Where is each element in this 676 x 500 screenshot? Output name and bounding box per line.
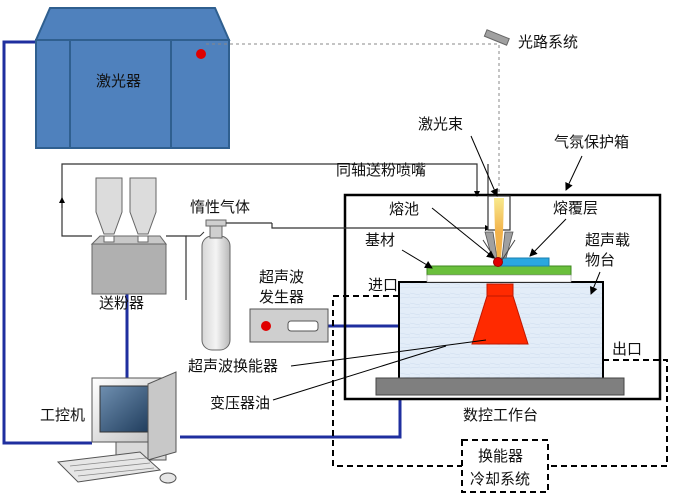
laser-body <box>35 39 230 149</box>
ultrasonic-stage-label-1: 超声载 <box>585 231 630 249</box>
outlet-label: 出口 <box>612 340 642 358</box>
optical-path-label: 光路系统 <box>518 33 578 51</box>
generator-label-2: 发生器 <box>259 288 304 306</box>
generator-label-1: 超声波 <box>259 268 304 286</box>
laser-beam-label: 激光束 <box>418 115 463 133</box>
powder-feeder-body <box>91 243 167 295</box>
cnc-table-label: 数控工作台 <box>463 406 538 424</box>
pc-tower <box>147 371 177 461</box>
cnc-worktable <box>375 377 625 396</box>
gas-cylinder-body <box>201 235 231 351</box>
laser-label: 激光器 <box>96 72 141 90</box>
optical-path: 光路系统 <box>206 29 578 192</box>
coaxial-nozzle-label: 同轴送粉喷嘴 <box>336 161 426 179</box>
inert-gas-label: 惰性气体 <box>190 198 250 216</box>
transducer-cooling-system <box>461 439 549 493</box>
laser-cable <box>2 40 92 445</box>
ultrasonic-stage-tank <box>398 281 604 380</box>
melt-pool <box>493 257 503 267</box>
generator-light <box>261 321 271 331</box>
inlet-label: 进口 <box>368 276 398 294</box>
transducer-head <box>486 283 514 297</box>
cooling-label-2: 冷却系统 <box>470 470 530 488</box>
substrate-plate <box>426 265 572 276</box>
ultrasonic-stage-label-2: 物台 <box>585 251 615 269</box>
transformer-oil-label: 变压器油 <box>210 394 270 412</box>
pc-screen <box>99 385 153 433</box>
table-cable <box>180 398 402 439</box>
laser-top <box>34 7 231 41</box>
powder-feeder: 送粉器 <box>90 177 167 312</box>
powder-feeder-label: 送粉器 <box>99 294 144 312</box>
laser-beam <box>494 198 504 232</box>
cladding-layer-label: 熔覆层 <box>553 199 598 217</box>
ultrasonic-generator: 超声波 发生器 <box>249 268 329 343</box>
coaxial-nozzle <box>482 195 516 261</box>
ultrasonic-transducer <box>471 295 529 345</box>
substrate-label: 基材 <box>365 231 395 249</box>
gas-box-label: 气氛保护箱 <box>554 133 629 151</box>
melt-pool-label: 熔池 <box>389 200 419 218</box>
transducer-label: 超声波换能器 <box>188 357 278 375</box>
laser-unit: 激光器 <box>34 7 231 149</box>
inert-gas-cylinder: 惰性气体 <box>166 198 491 351</box>
industrial-pc-label: 工控机 <box>40 406 85 424</box>
laser-indicator-light <box>196 49 206 59</box>
industrial-pc: 工控机 <box>40 371 177 484</box>
cladding-layer <box>498 257 550 267</box>
cooling-label-1: 换能器 <box>478 447 523 465</box>
powder-feed-loop <box>59 163 489 237</box>
optical-mirror <box>483 29 510 46</box>
pc-mouse <box>159 472 177 484</box>
